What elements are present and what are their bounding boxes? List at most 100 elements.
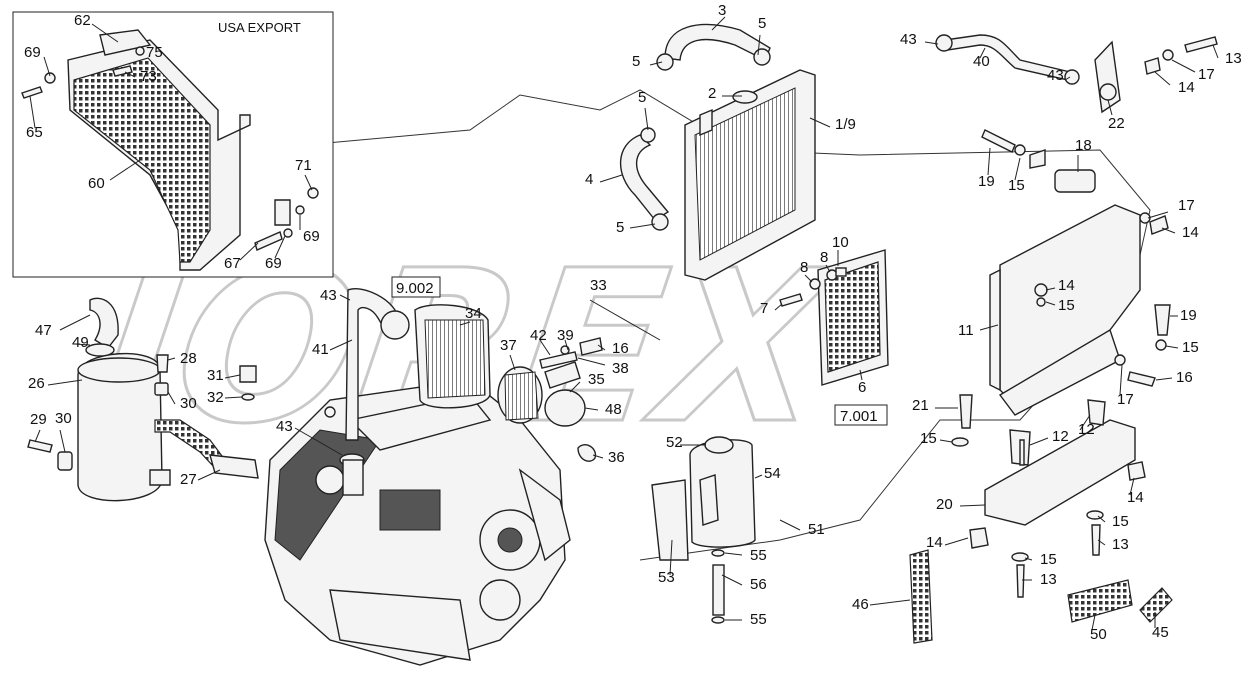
foam-strip-45 [1139,587,1173,623]
leader-line-35 [569,381,581,393]
callout-43c: 43 [320,287,337,304]
callout-43: 43 [900,31,917,48]
callout-15: 15 [1008,177,1025,194]
muffler [27,297,259,502]
callout-67: 67 [224,255,241,272]
leader-line-41 [329,339,353,351]
leader-line-8b [825,264,831,273]
callout-19a: 19 [978,173,995,190]
leader-line-36 [592,454,604,459]
callout-11: 11 [958,322,974,339]
leader-line-50 [1091,614,1096,631]
leader-line-19a [987,147,991,176]
callout-60: 60 [88,175,105,192]
leader-line-17b [1147,211,1169,219]
callout-19: 1/9 [835,116,856,133]
callout-13b: 13 [1112,536,1129,553]
usa-export-inset: USA EXPORT [12,11,334,278]
callout-19b: 19 [1180,307,1197,324]
callout-43b: 43 [1047,67,1064,84]
callout-14b: 14 [1182,224,1199,241]
callout-6: 6 [858,379,866,396]
callout-13c: 13 [1040,571,1057,588]
leader-line-6 [859,369,863,381]
callout-10: 10 [832,234,849,251]
callout-69: 69 [24,44,41,61]
ref-box-9002 [391,276,441,298]
callout-50: 50 [1090,626,1107,643]
callout-35: 35 [588,371,605,388]
callout-55: 55 [750,547,767,564]
leader-line-69 [43,56,51,77]
callout-62: 62 [74,12,91,29]
leader-line-22 [1107,99,1113,116]
leader-line-3 [711,16,726,31]
intake-screen [779,249,889,386]
foam-strip-50 [1067,579,1133,623]
callout-30: 30 [180,395,197,412]
callout-53: 53 [658,569,675,586]
leader-line-33 [589,299,661,341]
callout-33: 33 [590,277,607,294]
callout-27: 27 [180,471,197,488]
callout-14e: 14 [926,534,943,551]
upper-hose [664,23,771,61]
leader-line-28 [167,357,176,361]
callout-15b: 15 [1058,297,1075,314]
leader-line-39 [564,339,569,351]
callout-5: 5 [758,15,766,32]
leader-line-20 [959,504,986,507]
leader-line-26 [47,379,83,386]
leader-line-13 [1212,44,1219,59]
callout-55b: 55 [750,611,767,628]
air-cleaner [324,288,597,496]
callout-17: 17 [1198,66,1215,83]
leader-line-31 [224,374,241,379]
callout-18: 18 [1075,137,1092,154]
callout-15e: 15 [1112,513,1129,530]
leader-line-43b [1064,76,1071,81]
leader-line-46 [869,599,911,606]
callout-32: 32 [207,389,224,406]
leader-line-47 [59,314,91,331]
leader-line-30 [167,391,176,405]
leader-line-15d [939,439,953,443]
callout-36: 36 [608,449,625,466]
callout-69b: 69 [303,228,320,245]
leader-line-8 [804,274,813,283]
leader-line-14d [1129,477,1135,496]
leader-line-60 [109,159,141,181]
leader-line-43 [924,41,939,45]
leader-line-5b [649,61,663,66]
callout-20: 20 [936,496,953,513]
leader-line-49 [74,343,91,346]
callout-30b: 30 [55,410,72,427]
leader-line-37 [509,354,516,371]
callout-43d: 43 [276,418,293,435]
leader-line-55 [724,552,743,556]
ref-box-9002-label: 9.002 [396,280,434,297]
callout-51: 51 [808,521,825,538]
callout-37: 37 [500,337,517,354]
inset-title: USA EXPORT [218,20,301,35]
callout-12b: 12 [1078,421,1095,438]
lower-hose [619,134,670,221]
callout-54: 54 [764,465,781,482]
callout-48: 48 [605,401,622,418]
callout-21: 21 [912,397,929,414]
leader-line-5 [757,34,761,56]
bottom-bracket [984,419,1136,526]
leader-line-11 [979,324,999,331]
callout-42: 42 [530,327,547,344]
callout-15d: 15 [920,430,937,447]
leader-line-69c [274,235,286,259]
leader-line-17c [1119,364,1123,396]
leader-line-43d [294,427,343,456]
callout-17c: 17 [1117,391,1134,408]
leader-line-15f [1024,557,1033,561]
callout-7: 7 [760,300,768,317]
leader-line-62 [91,23,119,43]
leader-line-5d [629,223,656,229]
callout-13: 13 [1225,50,1242,67]
fan-shroud-panel [989,204,1141,416]
